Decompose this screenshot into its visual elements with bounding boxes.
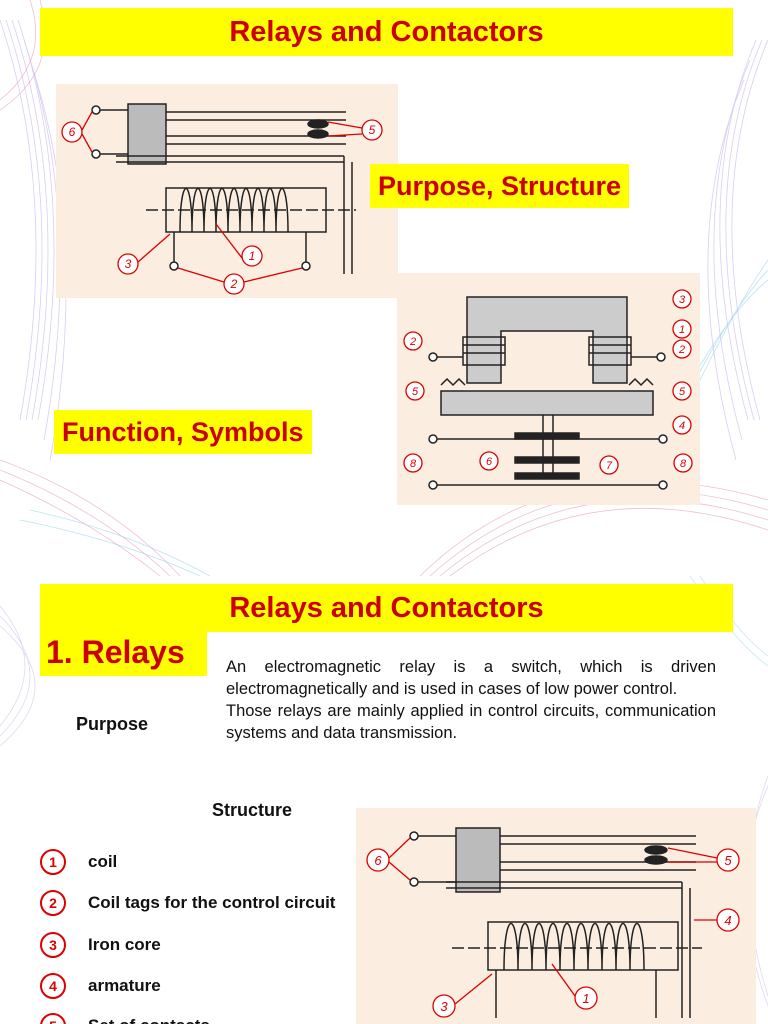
slide-title: Relays and Contactors — [40, 8, 733, 56]
slide-1: Relays and Contactors — [0, 0, 768, 576]
relay-drawing: 6 5 3 1 2 — [61, 103, 383, 295]
legend-text: armature — [88, 976, 161, 995]
paragraph-2: Those relays are mainly applied in contr… — [226, 702, 716, 742]
callout-1: 1 — [679, 324, 685, 336]
legend-number-4: 4 — [40, 973, 66, 999]
purpose-paragraph: An electromagnetic relay is a switch, wh… — [226, 656, 716, 744]
relay-diagram: 6 5 3 1 2 — [56, 84, 398, 298]
callout-5: 5 — [679, 386, 686, 398]
callout-8: 8 — [410, 458, 417, 470]
legend-item-coil-tags: 2 Coil tags for the control circuit — [40, 889, 335, 917]
callout-2: 2 — [678, 344, 685, 356]
legend-number-3: 3 — [40, 932, 66, 958]
callout-6: 6 — [486, 456, 493, 468]
callout-3: 3 — [679, 294, 686, 306]
legend-text: Set of contacts — [88, 1016, 210, 1024]
paragraph-1: An electromagnetic relay is a switch, wh… — [226, 658, 716, 698]
callout-6: 6 — [374, 853, 382, 868]
legend-number-5: 5 — [40, 1013, 66, 1024]
legend-number-1: 1 — [40, 849, 66, 875]
slide-title: Relays and Contactors — [40, 584, 733, 632]
callout-3: 3 — [125, 257, 132, 271]
highlight-purpose-structure: Purpose, Structure — [370, 164, 630, 208]
purpose-label: Purpose — [76, 714, 149, 734]
legend-text: Coil tags for the control circuit — [88, 893, 336, 912]
callout-1: 1 — [249, 249, 256, 263]
callout-5: 5 — [369, 123, 376, 137]
contactor-diagram: 3 1 2 2 5 5 4 6 7 8 8 — [397, 273, 700, 505]
callout-4: 4 — [724, 913, 731, 928]
relay-structure-diagram: 6 5 4 3 1 — [356, 808, 756, 1024]
callout-2: 2 — [409, 336, 416, 348]
structure-label: Structure — [212, 800, 293, 820]
callout-3: 3 — [440, 999, 448, 1014]
section-heading: 1. Relays — [40, 628, 207, 676]
legend-item-coil: 1 coil — [40, 848, 117, 876]
callout-5: 5 — [724, 853, 732, 868]
callout-5: 5 — [412, 386, 419, 398]
callout-8: 8 — [680, 458, 687, 470]
legend-item-armature: 4 armature — [40, 972, 161, 1000]
callout-4: 4 — [679, 420, 685, 432]
callout-7: 7 — [606, 460, 613, 472]
relay-drawing: 6 5 4 3 1 — [366, 827, 740, 1018]
contactor-drawing: 3 1 2 2 5 5 4 6 7 8 8 — [403, 289, 693, 490]
legend-number-2: 2 — [40, 890, 66, 916]
legend-text: coil — [88, 852, 118, 871]
callout-2: 2 — [230, 277, 238, 291]
slide-2: Relays and Contactors 1. Relays Purpose … — [0, 576, 768, 1024]
legend-item-iron-core: 3 Iron core — [40, 931, 161, 959]
legend-item-contacts: 5 Set of contacts — [40, 1012, 210, 1024]
callout-6: 6 — [69, 125, 76, 139]
highlight-function-symbols: Function, Symbols — [54, 410, 312, 454]
callout-1: 1 — [582, 991, 589, 1006]
legend-text: Iron core — [88, 935, 161, 954]
